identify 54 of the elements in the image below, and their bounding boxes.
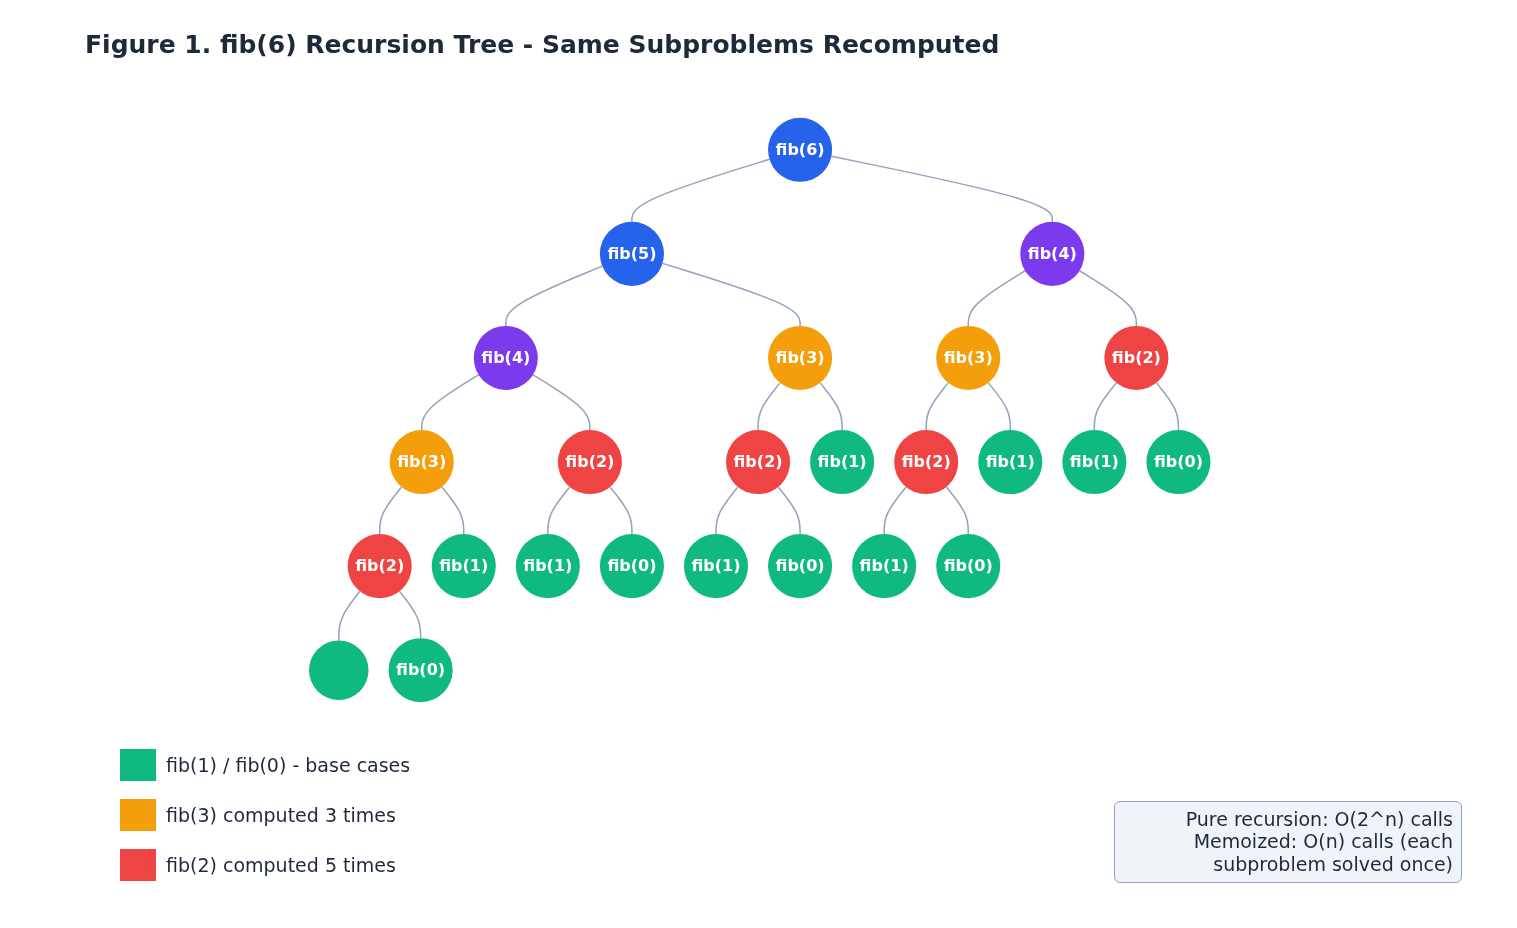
connector: [399, 590, 422, 639]
node-circle: fib(1): [852, 534, 917, 599]
node-circle: fib(2): [558, 430, 623, 495]
connector: [441, 486, 465, 535]
connector: [757, 382, 781, 431]
node-circle: fib(0): [600, 534, 665, 599]
connector: [1079, 270, 1138, 327]
connector: [421, 374, 480, 431]
node-circle: fib(3): [936, 325, 1001, 390]
connector: [925, 382, 950, 431]
node-circle: [309, 640, 369, 700]
connector: [967, 270, 1027, 327]
connector: [830, 155, 1054, 223]
node-circle: fib(1): [432, 534, 497, 599]
connector: [1093, 382, 1118, 431]
connector: [631, 158, 771, 223]
legend-label: fib(2) computed 5 times: [166, 854, 396, 876]
connector: [662, 262, 802, 327]
legend-label: fib(3) computed 3 times: [166, 804, 396, 826]
connector: [532, 374, 591, 431]
legend-label: fib(1) / fib(0) - base cases: [166, 754, 411, 776]
connector: [987, 382, 1012, 431]
connector: [338, 590, 361, 642]
connector: [883, 486, 908, 535]
node-circle: fib(2): [726, 430, 791, 495]
node-circle: fib(4): [474, 325, 539, 390]
node-circle: fib(3): [389, 430, 455, 495]
node-circle: fib(6): [768, 117, 833, 182]
connector: [819, 382, 844, 431]
connector: [547, 486, 571, 535]
connector: [609, 486, 633, 535]
node-circle: fib(1): [978, 430, 1043, 495]
node-circle: fib(4): [1020, 221, 1085, 286]
note-box: Pure recursion: O(2^n) calls Memoized: O(n) calls (each subproblem solved once): [1114, 800, 1462, 883]
node-circle: fib(2): [347, 534, 412, 599]
node-circle: fib(2): [1104, 325, 1169, 390]
connector: [777, 486, 802, 535]
node-circle: fib(1): [1062, 430, 1127, 495]
connector: [505, 265, 604, 327]
node-circle: fib(3): [768, 325, 833, 390]
node-circle: fib(2): [894, 430, 959, 495]
node-circle: fib(1): [810, 430, 875, 495]
node-circle: fib(0): [1146, 430, 1211, 495]
figure-title: Figure 1. fib(6) Recursion Tree - Same Subproblems Recomputed: [85, 30, 1000, 59]
connector: [945, 486, 970, 535]
connector: [379, 486, 403, 535]
connector: [1156, 382, 1180, 431]
node-circle: fib(0): [388, 638, 453, 703]
node-circle: fib(0): [936, 534, 1001, 599]
node-circle: fib(1): [516, 534, 581, 599]
node-circle: fib(5): [600, 221, 665, 286]
node-circle: fib(1): [684, 534, 749, 599]
connector: [715, 486, 739, 535]
node-circle: fib(0): [768, 534, 833, 599]
